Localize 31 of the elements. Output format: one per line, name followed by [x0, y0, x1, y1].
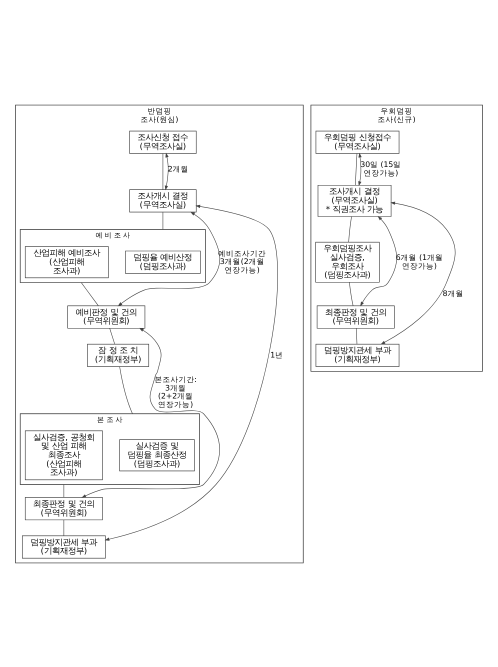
- arrow: [81, 327, 220, 498]
- connector: [349, 282, 354, 306]
- arrow: [380, 201, 456, 344]
- node-box: 우회덤핑 신청접수 (무역조사실): [316, 130, 400, 154]
- connector: [162, 211, 164, 230]
- connector: [348, 216, 352, 242]
- connector: [119, 366, 133, 414]
- arrow: [118, 211, 220, 306]
- arrow: [358, 152, 362, 186]
- node-box: 산업피해 예비조사 (산업피해 조사과): [24, 246, 109, 278]
- node-box: 실사검증 및 덤핑율 최종산정 (덤핑조사과): [119, 438, 195, 471]
- connector: [355, 152, 358, 185]
- arrow: [360, 215, 397, 306]
- node-box: 덤핑방지관세 부과 (기획재정부): [22, 535, 106, 558]
- connector: [356, 328, 358, 344]
- arrow: [164, 152, 169, 190]
- node-box: 예비판정 및 건의 (무역위원회): [67, 305, 146, 328]
- node-box: 잠 정 조 치 (기획재정부): [87, 343, 150, 366]
- node-box: 최종판정 및 건의 (무역위원회): [316, 305, 395, 328]
- node-box: 덤핑율 예비산정 (덤핑조사과): [125, 250, 201, 274]
- arrow: [104, 204, 278, 540]
- node-box: 조사개시 결정 (무역조사실) * 직권조사 가능: [318, 184, 392, 216]
- node-box: 덤핑방지관세 부과 (기획재정부): [316, 343, 400, 366]
- connector: [162, 152, 164, 190]
- node-box: 우회덤핑조사 실사검증, 우회조사 (덤핑조사과): [315, 241, 380, 282]
- node-box: 최종판정 및 건의 (무역위원회): [24, 496, 103, 520]
- node-box: 조사개시 결정 (무역조사실): [129, 188, 197, 212]
- connector: [80, 282, 99, 306]
- node-box: 조사신청 접수 (무역조사실): [129, 130, 197, 154]
- connector: [109, 328, 115, 344]
- node-box: 실사검증, 공청회 및 산업 피해 최종조사 (산업피해 조사과): [24, 430, 103, 480]
